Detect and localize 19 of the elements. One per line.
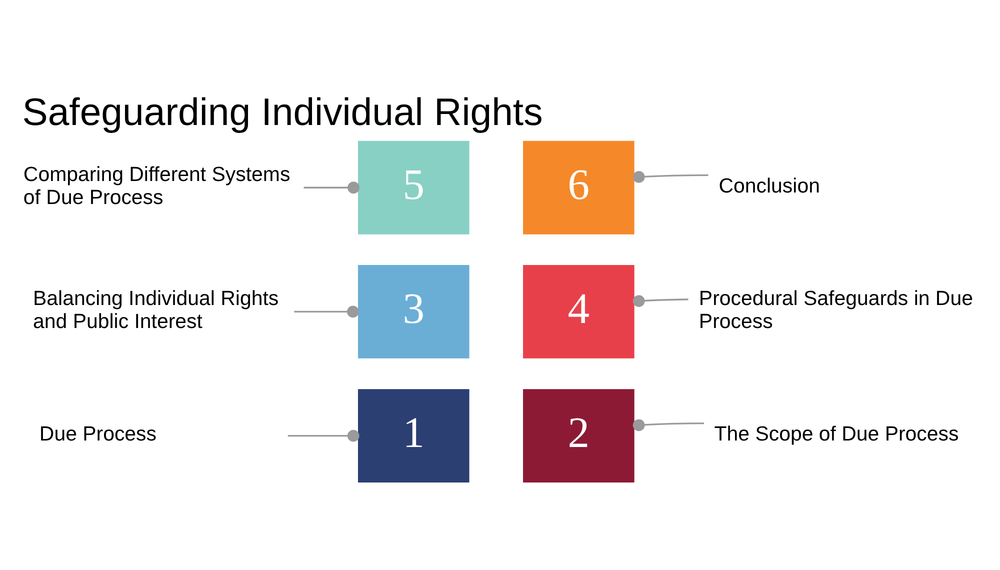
node-text: Procedural Safeguards in Due Process (698, 286, 973, 333)
node-text: Conclusion (718, 174, 820, 197)
connector (632, 418, 704, 431)
node-text: Balancing Individual Rights and Public Interest (33, 286, 279, 333)
node-box: 4 (523, 264, 634, 358)
diagram-title: Safeguarding Individual Rights (22, 90, 543, 134)
node-text: The Scope of Due Process (714, 422, 959, 446)
node-text: Due Process (39, 422, 157, 446)
connector (288, 429, 360, 442)
node-box: 3 (358, 264, 470, 358)
node-box: 2 (523, 388, 634, 482)
node-box: 6 (523, 140, 634, 234)
connector (632, 170, 708, 182)
node-box: 5 (358, 140, 470, 234)
connector (304, 181, 360, 194)
node-text: Comparing Different Systems of Due Process (23, 162, 290, 209)
connector (294, 305, 359, 318)
node-box: 1 (358, 388, 470, 482)
connector (632, 294, 688, 306)
